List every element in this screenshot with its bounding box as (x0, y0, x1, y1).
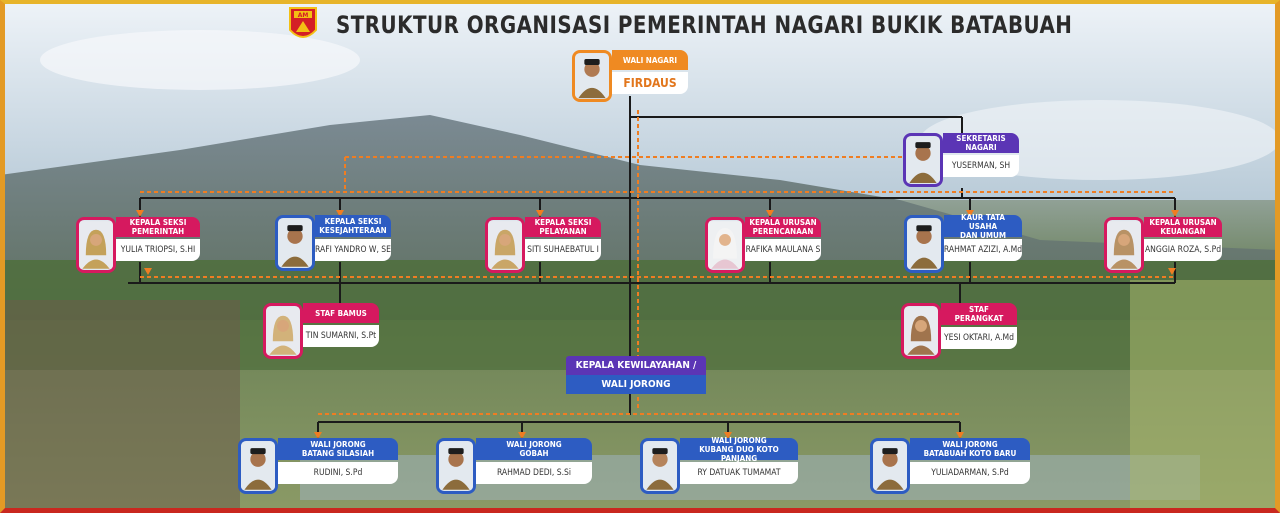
person-name: RAHMAD DEDI, S.Si (476, 462, 592, 484)
person-portrait-icon (241, 442, 275, 490)
person-name: RAHMAT AZIZI, A.Md (944, 239, 1022, 261)
card-sekretaris: SEKRETARIS NAGARI YUSERMAN, SH (903, 133, 1019, 189)
role-label: STAF BAMUS (303, 303, 379, 323)
person-photo (904, 215, 944, 273)
nagari-logo-icon: AM (289, 7, 317, 38)
person-portrait-icon (79, 221, 113, 269)
person-photo (572, 50, 612, 102)
person-portrait-icon (439, 442, 473, 490)
person-name: RY DATUAK TUMAMAT (680, 462, 798, 484)
person-portrait-icon (575, 53, 609, 99)
kewilayahan-header: KEPALA KEWILAYAHAN / WALI JORONG (566, 356, 706, 394)
header: AM STRUKTUR ORGANISASI PEMERINTAH NAGARI… (288, 7, 1136, 42)
person-photo (275, 215, 315, 271)
person-portrait-icon (278, 219, 312, 267)
kewilayahan-subtitle: WALI JORONG (566, 375, 706, 394)
person-portrait-icon (906, 137, 940, 183)
role-label: WALI JORONG KUBANG DUO KOTO PANJANG (680, 436, 798, 463)
person-name: SITI SUHAEBATUL I (525, 239, 601, 261)
role-label: WALI JORONG BATABUAH KOTO BARU (910, 438, 1030, 460)
card-wali-jorong-kubang-duo: WALI JORONG KUBANG DUO KOTO PANJANG RY D… (640, 436, 798, 494)
card-staf-bamus: STAF BAMUS TIN SUMARNI, S.Pt (263, 303, 379, 359)
role-label: WALI JORONG GOBAH (476, 438, 592, 460)
role-label: WALI NAGARI (612, 50, 688, 70)
role-label: WALI JORONG BATANG SILASIAH (278, 438, 398, 460)
person-name: RUDINI, S.Pd (278, 462, 398, 484)
person-portrait-icon (488, 221, 522, 269)
role-label: KEPALA SEKSI PELAYANAN (525, 217, 601, 237)
person-photo (640, 438, 680, 494)
person-name: YUSERMAN, SH (943, 155, 1019, 177)
person-name: TIN SUMARNI, S.Pt (303, 325, 379, 347)
person-name: FIRDAUS (612, 72, 688, 94)
card-staf-perangkat: STAF PERANGKAT YESI OKTARI, A.Md (901, 303, 1017, 359)
role-label: SEKRETARIS NAGARI (943, 133, 1019, 153)
card-kepala-seksi-pemerintah: KEPALA SEKSI PEMERINTAH YULIA TRIOPSI, S… (76, 217, 200, 273)
role-label: KEPALA URUSAN KEUANGAN (1144, 217, 1222, 237)
kewilayahan-title: KEPALA KEWILAYAHAN / (566, 356, 706, 375)
person-portrait-icon (1107, 221, 1141, 269)
card-wali-jorong-gobah: WALI JORONG GOBAH RAHMAD DEDI, S.Si (436, 438, 592, 494)
role-label: KEPALA URUSAN PERENCANAAN (745, 217, 821, 237)
person-name: RAFI YANDRO W, SE (315, 239, 391, 261)
person-photo (1104, 217, 1144, 273)
role-label: KEPALA SEKSI KESEJAHTERAAN (315, 215, 391, 237)
role-label: KAUR TATA USAHA DAN UMUM (944, 213, 1022, 240)
person-portrait-icon (873, 442, 907, 490)
person-portrait-icon (904, 307, 938, 355)
person-photo (705, 217, 745, 273)
person-photo (903, 133, 943, 187)
person-portrait-icon (643, 442, 677, 490)
person-name: RAFIKA MAULANA S (745, 239, 821, 261)
person-photo (870, 438, 910, 494)
person-portrait-icon (907, 219, 941, 269)
person-photo (76, 217, 116, 273)
role-label: KEPALA SEKSI PEMERINTAH (116, 217, 200, 237)
person-photo (436, 438, 476, 494)
page-title: STRUKTUR ORGANISASI PEMERINTAH NAGARI BU… (336, 11, 1073, 39)
person-portrait-icon (266, 307, 300, 355)
card-kepala-urusan-perencanaan: KEPALA URUSAN PERENCANAAN RAFIKA MAULANA… (705, 217, 821, 273)
person-photo (901, 303, 941, 359)
person-photo (485, 217, 525, 273)
person-photo (238, 438, 278, 494)
person-photo (263, 303, 303, 359)
person-name: YULIA TRIOPSI, S.HI (116, 239, 200, 261)
card-kepala-urusan-keuangan: KEPALA URUSAN KEUANGAN ANGGIA ROZA, S.Pd (1104, 217, 1222, 273)
card-wali-jorong-batabuah-koto-baru: WALI JORONG BATABUAH KOTO BARU YULIADARM… (870, 438, 1030, 494)
card-kepala-seksi-pelayanan: KEPALA SEKSI PELAYANAN SITI SUHAEBATUL I (485, 217, 601, 273)
person-name: ANGGIA ROZA, S.Pd (1144, 239, 1222, 261)
card-kaur-tata-usaha: KAUR TATA USAHA DAN UMUM RAHMAT AZIZI, A… (904, 213, 1022, 273)
person-name: YULIADARMAN, S.Pd (910, 462, 1030, 484)
card-kepala-seksi-kesejahteraan: KEPALA SEKSI KESEJAHTERAAN RAFI YANDRO W… (275, 215, 391, 271)
role-label: STAF PERANGKAT (941, 303, 1017, 325)
person-portrait-icon (708, 221, 742, 269)
card-wali-jorong-batang-silasiah: WALI JORONG BATANG SILASIAH RUDINI, S.Pd (238, 438, 398, 494)
card-wali-nagari: WALI NAGARI FIRDAUS (572, 48, 688, 104)
svg-text:AM: AM (298, 12, 309, 19)
person-name: YESI OKTARI, A.Md (941, 327, 1017, 349)
